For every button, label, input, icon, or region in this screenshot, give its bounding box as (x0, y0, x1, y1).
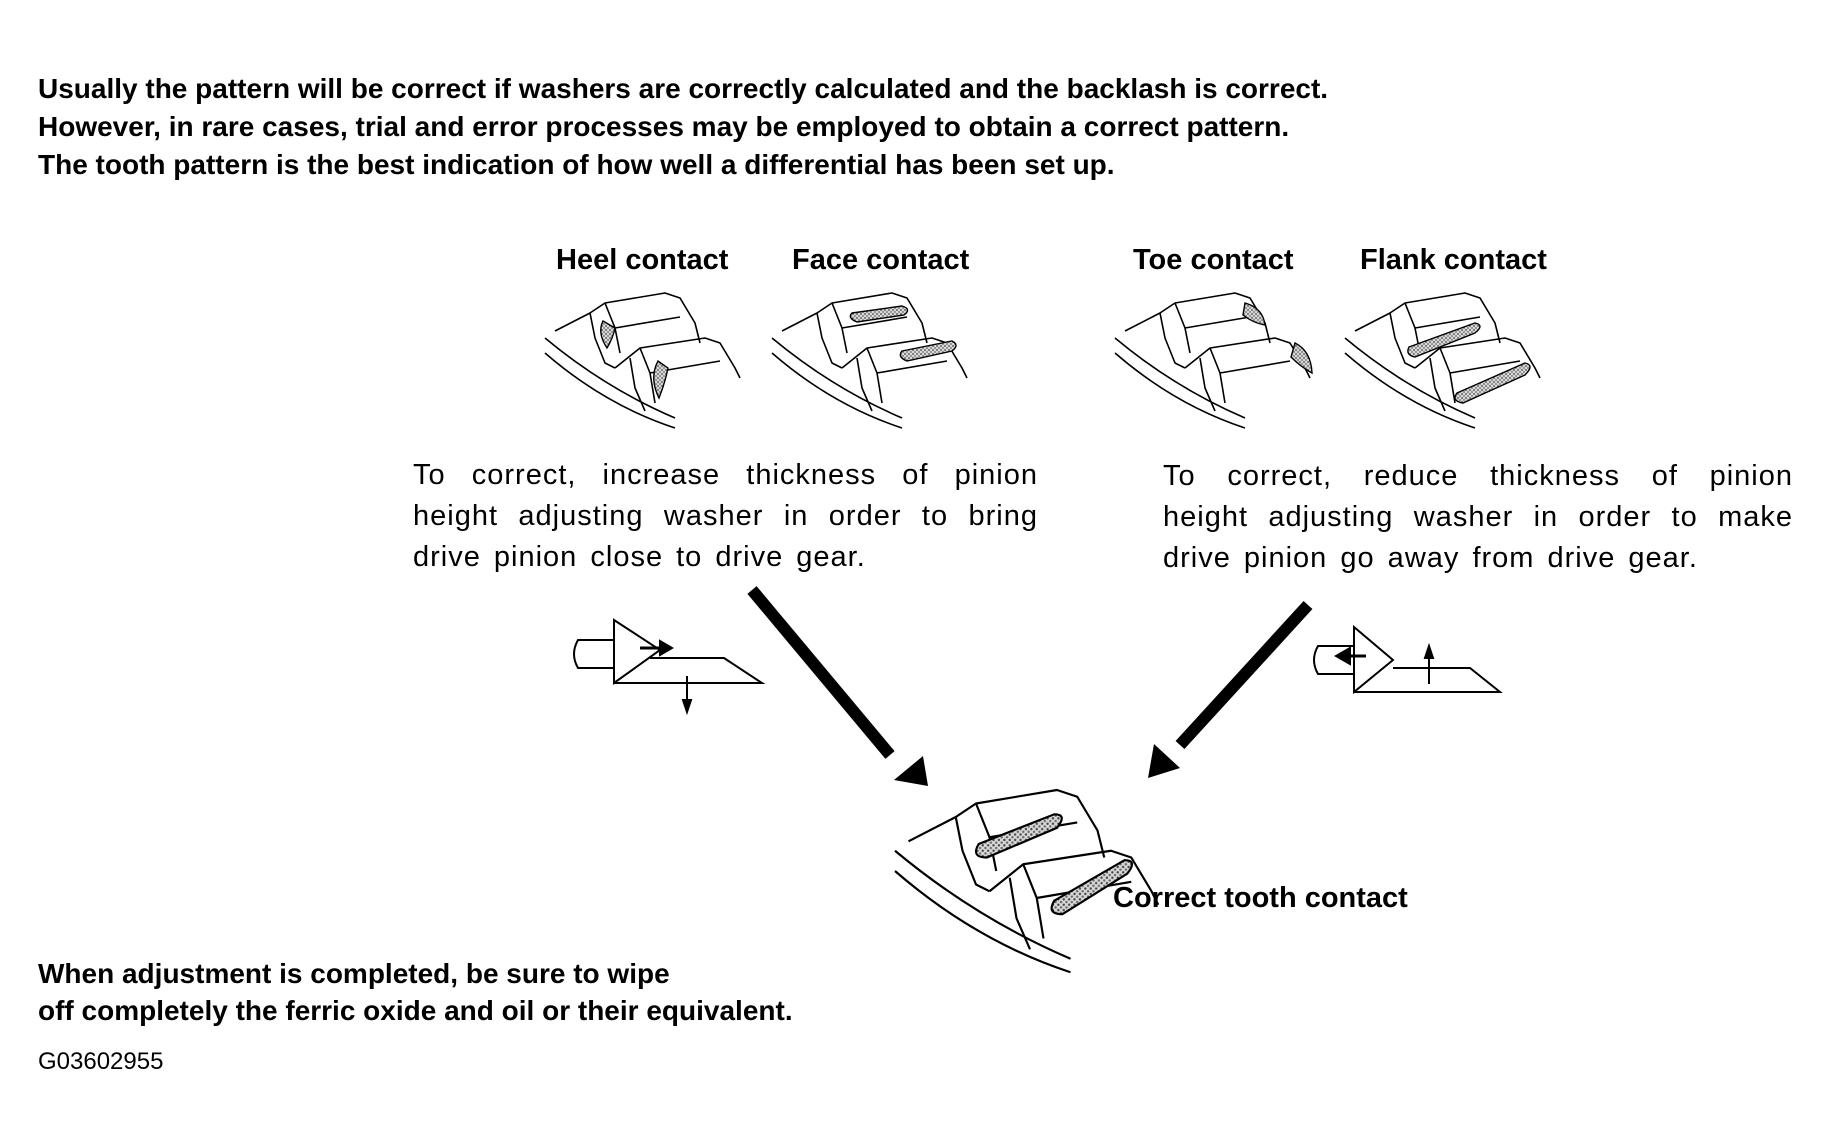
heel-contact-figure (544, 292, 741, 429)
heel-contact-label: Heel contact (556, 244, 729, 276)
face-contact-figure (771, 292, 968, 429)
face-contact-label: Face contact (792, 244, 970, 276)
left-arrow-to-correct (747, 586, 928, 786)
outro-text: When adjustment is completed, be sure to… (38, 955, 793, 1029)
right-correction-note: To correct, reduce thickness of pinion h… (1163, 456, 1793, 579)
note-line: drive pinion go away from drive gear. (1163, 542, 1698, 574)
figure-code: G03602955 (38, 1048, 164, 1075)
intro-line: However, in rare cases, trial and error … (38, 111, 1290, 142)
pinion-away-schematic (1313, 624, 1503, 695)
toe-contact-figure (1114, 292, 1313, 429)
right-arrow-to-correct (1148, 600, 1313, 778)
pinion-close-schematic (573, 618, 766, 716)
correct-contact-figure (893, 788, 1160, 974)
intro-line: The tooth pattern is the best indication… (38, 149, 1115, 180)
note-line: To correct, increase thickness of pinion (413, 459, 1038, 491)
note-line: height adjusting washer in order to brin… (413, 500, 1038, 532)
correct-contact-label: Correct tooth contact (1113, 882, 1408, 914)
note-line: drive pinion close to drive gear. (413, 541, 866, 573)
note-line: To correct, reduce thickness of pinion (1163, 460, 1793, 492)
outro-line: When adjustment is completed, be sure to… (38, 958, 670, 989)
outro-line: off completely the ferric oxide and oil … (38, 995, 793, 1026)
note-line: height adjusting washer in order to make (1163, 501, 1793, 533)
toe-contact-label: Toe contact (1133, 244, 1294, 276)
intro-line: Usually the pattern will be correct if w… (38, 73, 1329, 104)
left-correction-note: To correct, increase thickness of pinion… (413, 455, 1038, 578)
intro-text: Usually the pattern will be correct if w… (38, 70, 1328, 184)
flank-contact-label: Flank contact (1360, 244, 1547, 276)
flank-contact-figure (1344, 292, 1541, 429)
